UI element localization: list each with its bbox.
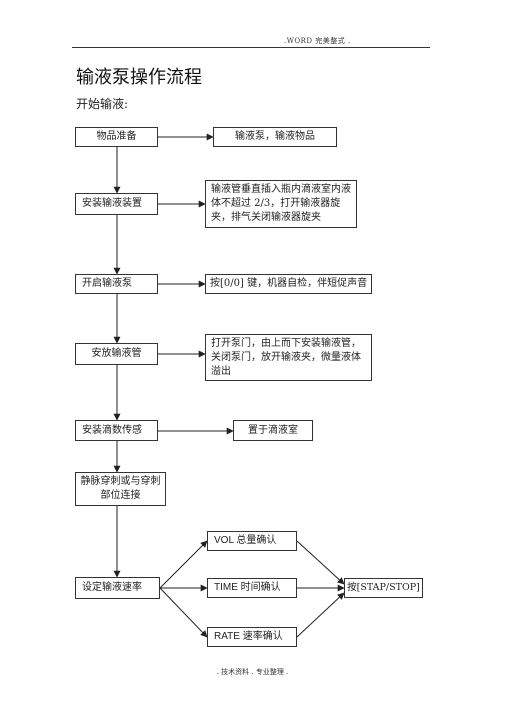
step-venipuncture: 静脉穿刺或与穿刺部位连接 [75,472,166,506]
step-install-device: 安装输液装置 [75,193,158,215]
check-time: TIME 时间确认 [207,578,297,598]
step-drip-sensor: 安装滴数传感 [75,420,158,441]
page-header: .WORD 完美整式 . [284,37,351,45]
check-vol: VOL 总量确认 [207,531,297,551]
arrow-vol-to-start [296,540,345,585]
step-set-rate: 设定输液速率 [75,577,160,599]
page-subtitle: 开始输液: [76,97,129,111]
step-prep: 物品准备 [75,127,158,147]
note-prep: 输液泵，输液物品 [213,127,337,147]
page-title: 输液泵操作流程 [76,67,202,88]
check-rate: RATE 速率确认 [207,627,297,647]
header-divider [72,47,430,48]
step-start-stop: 按[STAP/STOP] [344,578,423,598]
arrow-rate-to-ratecheck [159,587,208,638]
arrow-ratecheck-to-start [296,592,345,638]
note-power-on: 按[0/0] 键，机器自检，伴短促声音 [205,274,372,294]
note-place-tube: 打开泵门，由上而下安装输液管，关闭泵门，放开输液夹，微量液体溢出 [205,334,372,381]
arrow-rate-to-vol [159,540,208,589]
page-footer: . 技术资料 . 专业整理 . [216,668,289,676]
note-drip-sensor: 置于滴液室 [233,420,313,441]
step-place-tube: 安放输液管 [75,343,158,365]
note-install-device: 输液管垂直插入瓶内滴液室内液体不超过 2/3，打开输液器旋夹，排气关闭输液器旋夹 [205,180,357,228]
step-power-on: 开启输液泵 [75,274,158,294]
